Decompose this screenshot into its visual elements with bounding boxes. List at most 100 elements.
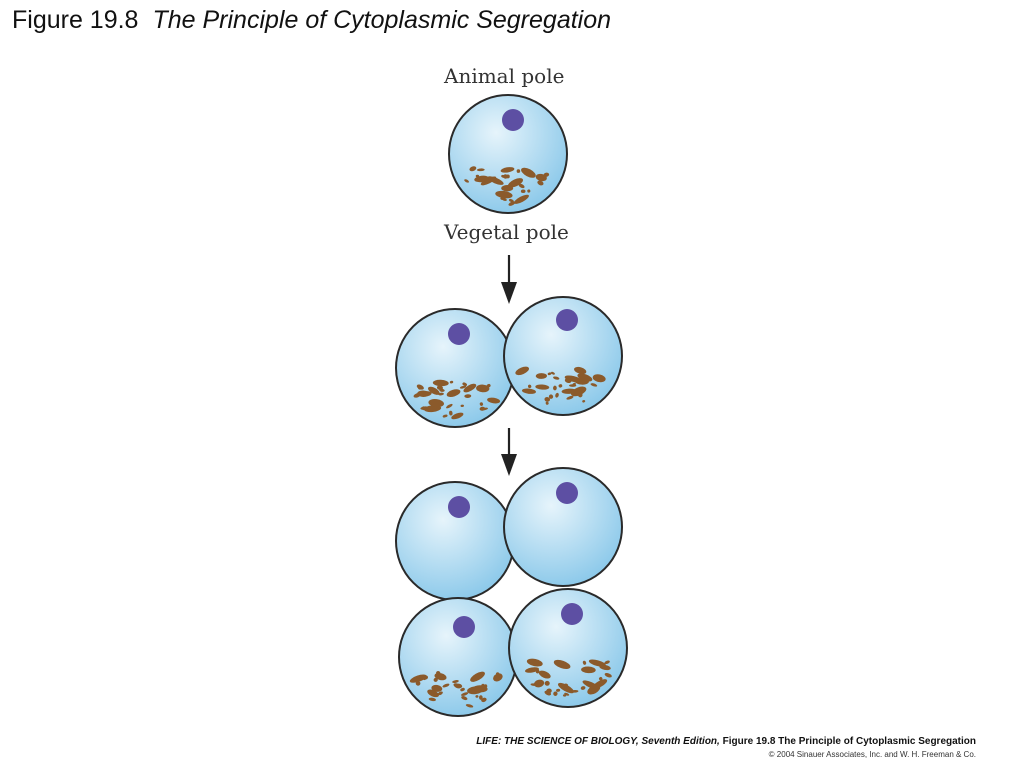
- yolk-granule: [462, 382, 467, 387]
- nucleus: [561, 603, 583, 625]
- yolk-granule: [479, 402, 484, 406]
- yolk-granule: [442, 414, 448, 418]
- figure-name: The Principle of Cytoplasmic Segregation: [152, 6, 612, 34]
- yolk-granule: [503, 174, 509, 179]
- yolk-granule: [599, 677, 603, 681]
- yolk-granule: [521, 388, 536, 394]
- yolk-granule: [431, 684, 443, 692]
- yolk-granule: [474, 175, 490, 183]
- yolk-granule: [500, 167, 515, 173]
- yolk-granule: [564, 683, 569, 688]
- yolk-granule: [546, 688, 552, 694]
- yolk-granule: [558, 384, 563, 388]
- yolk-granule: [514, 194, 529, 204]
- nucleus: [502, 109, 524, 131]
- yolk-granule: [590, 383, 598, 387]
- yolk-granule: [459, 385, 467, 389]
- yolk-granule: [473, 685, 488, 693]
- yolk-granule: [436, 385, 443, 391]
- cell-7: [508, 588, 628, 708]
- yolk-granule: [544, 680, 550, 686]
- arrow-down-2: [501, 428, 517, 476]
- cell-1: [448, 94, 568, 214]
- yolk-granule: [501, 197, 507, 201]
- yolk-granule: [461, 696, 468, 701]
- yolk-granules: [525, 658, 612, 697]
- yolk-granule: [572, 382, 576, 386]
- yolk-granule: [428, 386, 440, 395]
- yolk-granule: [581, 666, 596, 674]
- cell-4: [395, 481, 515, 601]
- cells-layer: [395, 94, 628, 717]
- yolk-granule: [481, 697, 487, 703]
- nucleus: [453, 616, 475, 638]
- yolk-granule: [604, 660, 610, 665]
- yolk-granule: [508, 178, 524, 188]
- yolk-granule: [475, 695, 479, 698]
- source-credit: LIFE: THE SCIENCE OF BIOLOGY, Seventh Ed…: [476, 736, 976, 747]
- yolk-granule: [409, 674, 427, 683]
- yolk-granule: [486, 383, 491, 388]
- yolk-granule: [515, 366, 530, 376]
- yolk-granules: [409, 670, 503, 708]
- yolk-granule: [469, 166, 477, 172]
- yolk-granule: [557, 682, 574, 694]
- yolk-granule: [604, 672, 612, 678]
- yolk-granule: [535, 384, 550, 390]
- yolk-granule: [449, 380, 454, 384]
- yolk-granule: [480, 176, 497, 186]
- yolk-granule: [442, 683, 450, 688]
- nucleus: [448, 323, 470, 345]
- yolk-granule: [434, 672, 447, 681]
- yolk-granule: [551, 371, 555, 375]
- yolk-granule: [582, 680, 599, 690]
- yolk-granule: [564, 378, 572, 384]
- cell-3: [503, 296, 623, 416]
- yolk-granule: [437, 691, 443, 696]
- figure-number: Figure 19.8: [12, 6, 139, 34]
- yolk-granule: [416, 384, 424, 390]
- yolk-granule: [555, 392, 559, 398]
- yolk-granule: [571, 386, 587, 397]
- yolk-granule: [470, 671, 485, 682]
- yolk-granule: [460, 687, 465, 692]
- yolk-granule: [582, 660, 587, 665]
- yolk-granule: [493, 673, 503, 682]
- cell-2: [395, 308, 515, 428]
- yolk-granule: [449, 410, 453, 416]
- yolk-granule: [553, 385, 557, 391]
- yolk-granule: [547, 372, 552, 376]
- yolk-granule: [553, 691, 558, 696]
- yolk-granule: [453, 683, 461, 689]
- cell-5: [503, 467, 623, 587]
- yolk-granule: [516, 169, 521, 173]
- yolk-granule: [446, 403, 453, 409]
- yolk-granule: [535, 173, 547, 182]
- yolk-granule: [451, 412, 464, 420]
- yolk-granule: [582, 400, 586, 403]
- yolk-granule: [577, 373, 593, 382]
- yolk-granule: [533, 679, 545, 688]
- yolk-granule: [419, 391, 432, 397]
- page-title: Figure 19.8 The Principle of Cytoplasmic …: [12, 6, 611, 35]
- cell-membrane: [503, 467, 623, 587]
- cell-membrane: [448, 94, 568, 214]
- yolk-granule: [465, 704, 474, 708]
- yolk-granule: [476, 384, 490, 393]
- yolk-granule: [433, 677, 438, 682]
- cell-membrane: [398, 597, 518, 717]
- yolk-granules: [464, 166, 550, 206]
- figure-reference: Figure 19.8 The Principle of Cytoplasmic…: [719, 736, 976, 747]
- yolk-granule: [464, 179, 469, 183]
- yolk-granule: [537, 180, 544, 186]
- cell-membrane: [508, 588, 628, 708]
- yolk-granules: [413, 379, 501, 420]
- yolk-granule: [460, 404, 464, 407]
- yolk-granule: [518, 183, 525, 189]
- yolk-granule: [508, 199, 514, 203]
- yolk-granule: [553, 376, 560, 380]
- cell-6: [398, 597, 518, 717]
- vegetal-pole-label: Vegetal pole: [444, 220, 569, 244]
- yolk-granule: [575, 378, 580, 383]
